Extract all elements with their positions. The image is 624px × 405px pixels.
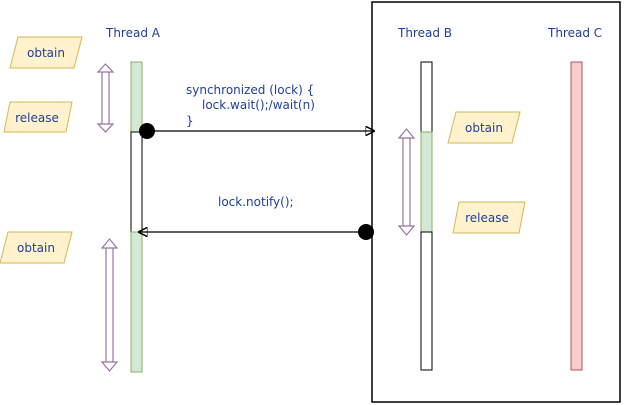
- svg-text:release: release: [15, 111, 59, 125]
- wait-message-origin-dot: [139, 123, 155, 139]
- wait-message-arrow: [139, 123, 374, 139]
- tag-thread-a-obtain-2: obtain: [0, 231, 73, 264]
- notify-message-origin-dot: [358, 224, 374, 240]
- notify-code: lock.notify();: [218, 195, 294, 209]
- svg-text:obtain: obtain: [27, 46, 65, 60]
- thread-a-hold-range-arrow-2: [100, 238, 119, 372]
- thread-b-idle-segment-2: [420, 231, 433, 371]
- svg-text:obtain: obtain: [17, 241, 55, 255]
- thread-c-title: Thread C: [547, 26, 602, 40]
- thread-a-hold-range-arrow-1: [96, 63, 115, 133]
- thread-b-idle-segment-1: [420, 61, 433, 133]
- wait-code-line-3: }: [186, 114, 194, 128]
- thread-a-wait-segment: [130, 131, 143, 233]
- tag-thread-b-obtain: obtain: [447, 111, 521, 144]
- tag-thread-b-release: release: [452, 201, 526, 234]
- svg-text:obtain: obtain: [465, 121, 503, 135]
- thread-c-lifeline: [570, 61, 583, 371]
- thread-a-title: Thread A: [105, 26, 161, 40]
- wait-code-line-1: synchronized (lock) {: [186, 83, 314, 97]
- wait-code-line-2: lock.wait();/wait(n): [202, 98, 315, 112]
- tag-thread-a-release: release: [3, 101, 73, 133]
- notify-message-arrow: [139, 224, 374, 240]
- thread-a-hold-segment-2: [130, 231, 143, 373]
- thread-b-title: Thread B: [397, 26, 452, 40]
- thread-a-hold-segment-1: [130, 61, 143, 133]
- thread-b-hold-range-arrow: [397, 128, 416, 236]
- svg-text:release: release: [465, 211, 509, 225]
- tag-thread-a-obtain-1: obtain: [9, 36, 83, 69]
- thread-b-hold-segment: [420, 131, 433, 233]
